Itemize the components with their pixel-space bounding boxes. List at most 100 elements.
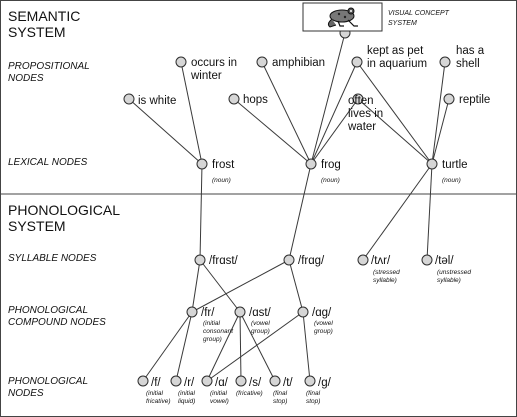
- node-sublabel-fr-1: (initial: [203, 320, 221, 327]
- node-label-reptile-1: reptile: [459, 94, 490, 106]
- visual-concept-system: VISUAL CONCEPT SYSTEM: [302, 2, 450, 32]
- node-circle-f: [137, 375, 149, 387]
- node-sublabel-g-2: stop): [306, 398, 320, 405]
- node-frag: /frɑg/: [283, 254, 325, 267]
- semantic-system-title-line1: SEMANTIC: [8, 8, 80, 24]
- node-circle-s: [235, 375, 247, 387]
- node-sublabel-ag-1: (vowel: [314, 320, 333, 327]
- edge-turtle-kept-as-pet: [356, 61, 433, 165]
- node-label-hops-1: hops: [243, 94, 268, 106]
- node-circle-frast: [194, 254, 206, 266]
- edge-frog-often-lives: [310, 98, 359, 165]
- node-circle-reptile: [443, 93, 455, 105]
- node-sublabel-r-2: liquid): [178, 398, 195, 405]
- edge-frag-ag: [288, 259, 304, 313]
- node-label-ast-1: /ɑst/: [249, 307, 272, 319]
- node-sublabel-ag-2: group): [314, 328, 333, 335]
- node-circle-turtle: [426, 158, 438, 170]
- node-reptile: reptile: [443, 93, 490, 106]
- node-s: /s/(fricative): [235, 375, 263, 397]
- phonological-system-title-line1: PHONOLOGICAL: [8, 202, 120, 218]
- node-circle-g: [304, 375, 316, 387]
- node-sublabel-g-1: (final: [306, 390, 321, 397]
- node-label-fr-1: /fr/: [201, 307, 215, 319]
- node-label-tal-1: /təl/: [435, 255, 454, 267]
- node-circle-frost: [196, 158, 208, 170]
- node-sublabel-frost-1: (noun): [212, 177, 231, 184]
- edge-ast-a: [206, 311, 241, 382]
- node-amphibian: amphibian: [256, 56, 325, 69]
- node-label-frag-1: /frɑg/: [298, 255, 325, 267]
- level-propositional-line1: PROPOSITIONAL: [8, 61, 90, 72]
- edge-frast-ast: [199, 259, 241, 313]
- node-label-occurs-in-winter-1: occurs in: [191, 57, 237, 69]
- node-circle-hops: [228, 93, 240, 105]
- node-label-ag-1: /ɑg/: [312, 307, 332, 319]
- node-circle-ag: [297, 306, 309, 318]
- node-label-r-1: /r/: [184, 377, 195, 389]
- node-label-frost-1: frost: [212, 159, 235, 171]
- node-circle-tal: [421, 254, 433, 266]
- edge-turtle-reptile: [431, 98, 450, 165]
- node-sublabel-f-2: fricative): [146, 398, 171, 405]
- level-phonological-line1: PHONOLOGICAL: [8, 376, 88, 387]
- node-sublabel-s-1: (fricative): [236, 390, 263, 397]
- node-sublabel-a-1: (initial: [210, 390, 228, 397]
- node-hops: hops: [228, 93, 268, 106]
- node-label-kept-as-pet-1: kept as pet: [367, 45, 424, 57]
- edge-fr-f: [142, 311, 193, 382]
- node-label-frast-1: /frɑst/: [209, 255, 239, 267]
- node-circle-r: [170, 375, 182, 387]
- node-label-tar-1: /tʌr/: [371, 255, 391, 267]
- node-sublabel-tar-2: syllable): [373, 277, 397, 284]
- node-label-is-white-1: is white: [138, 95, 176, 107]
- edge-frog-hops: [233, 98, 312, 165]
- node-circle-ast: [234, 306, 246, 318]
- level-phonological-line2: NODES: [8, 388, 44, 399]
- node-circle-tar: [357, 254, 369, 266]
- node-sublabel-f-1: (initial: [146, 390, 164, 397]
- node-circle-kept-as-pet: [351, 56, 363, 68]
- edge-ag-a: [206, 311, 304, 382]
- node-circle-amphibian: [256, 56, 268, 68]
- edge-frog-frag: [288, 163, 312, 261]
- edge-turtle-tar: [362, 163, 433, 261]
- level-propositional-line2: NODES: [8, 73, 44, 84]
- node-label-amphibian-1: amphibian: [272, 57, 325, 69]
- level-lexical: LEXICAL NODES: [8, 157, 88, 168]
- node-label-s-1: /s/: [249, 377, 262, 389]
- level-compound-line1: PHONOLOGICAL: [8, 305, 88, 316]
- edge-turtle-has-shell: [431, 61, 446, 165]
- edge-frag-fr: [191, 259, 290, 313]
- node-sublabel-frog-1: (noun): [321, 177, 340, 184]
- semantic-system-title-line2: SYSTEM: [8, 24, 66, 40]
- node-sublabel-a-2: vowel): [210, 398, 229, 405]
- node-circle-frag: [283, 254, 295, 266]
- edge-ast-t: [239, 311, 276, 382]
- node-frog: frog(noun): [305, 158, 341, 184]
- node-label-occurs-in-winter-2: winter: [190, 70, 222, 82]
- node-circle-often-lives: [352, 93, 364, 105]
- node-sublabel-t-2: stop): [273, 398, 287, 405]
- node-sublabel-fr-2: consonant: [203, 328, 234, 335]
- node-label-g-1: /g/: [318, 377, 332, 389]
- node-label-a-1: /ɑ/: [215, 377, 229, 389]
- node-label-f-1: /f/: [151, 377, 161, 389]
- node-label-t-1: /t/: [283, 377, 293, 389]
- edge-frog-kept-as-pet: [310, 61, 358, 165]
- node-is-white: is white: [123, 93, 176, 107]
- edge-frast-fr: [191, 259, 201, 313]
- node-sublabel-t-1: (final: [273, 390, 288, 397]
